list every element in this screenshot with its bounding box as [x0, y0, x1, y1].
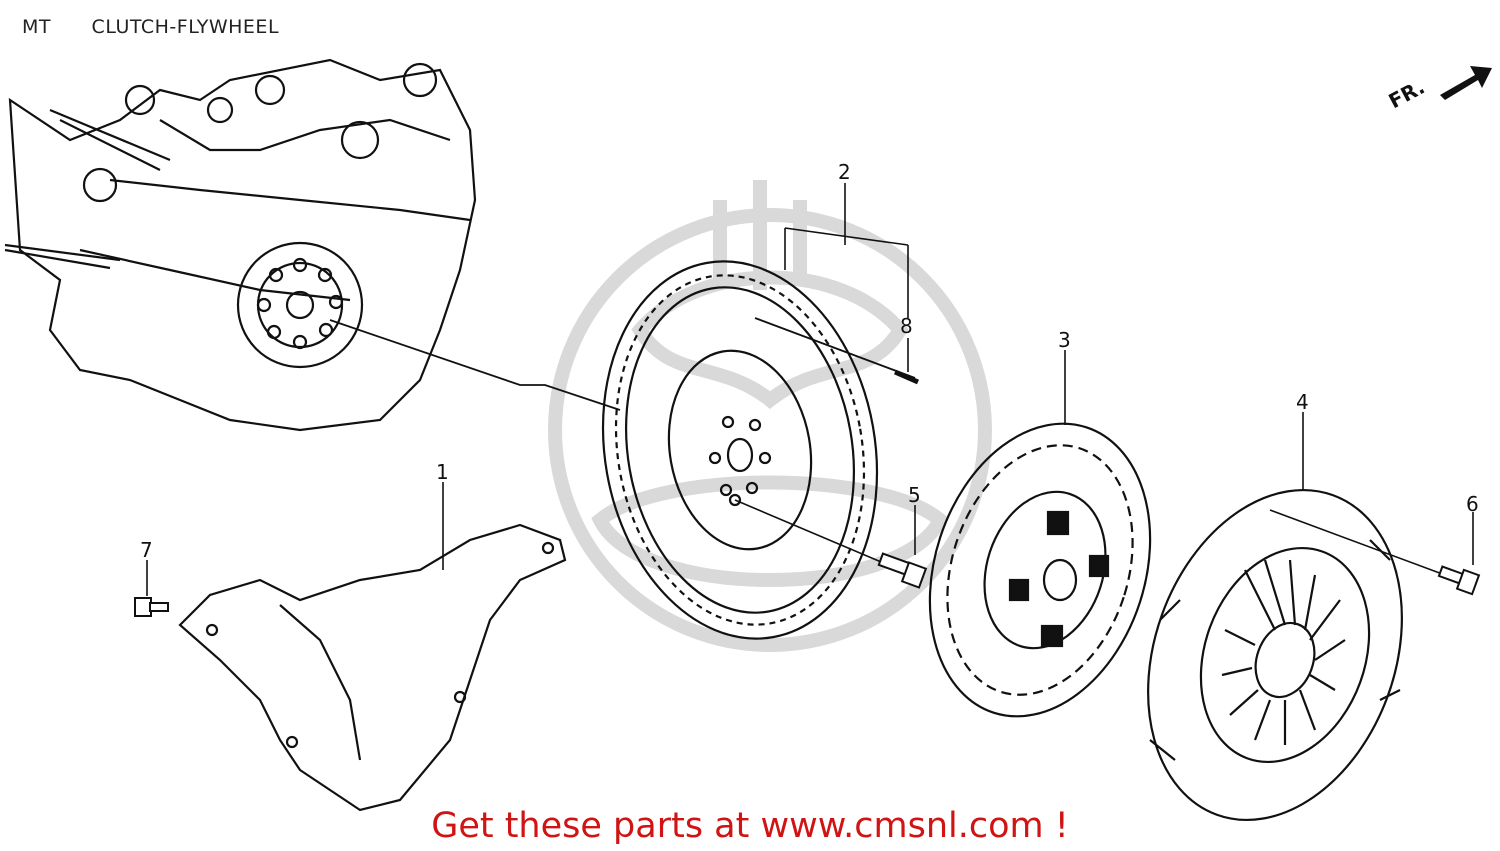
assembly-axis-line — [329, 319, 621, 411]
flywheel — [601, 260, 879, 640]
pressure-plate-bolt — [1437, 565, 1481, 596]
callout-7: 7 — [140, 538, 153, 562]
callout-5: 5 — [908, 483, 921, 507]
callout-leaders — [146, 183, 1474, 596]
watermark-logo — [548, 180, 992, 652]
flywheel-bolt-leader — [734, 499, 901, 571]
clutch-cover-plate — [178, 523, 567, 812]
dowel-pin-leader — [754, 317, 916, 379]
dowel-pin — [894, 369, 919, 385]
clutch-disc — [928, 422, 1152, 718]
footer-promo-link[interactable]: Get these parts at www.cmsnl.com ! — [0, 806, 1500, 846]
callout-8: 8 — [900, 314, 913, 338]
pressure-plate-bolt-leader — [1269, 509, 1446, 576]
callout-6: 6 — [1466, 492, 1479, 516]
flywheel-bolt — [877, 552, 928, 589]
callout-4: 4 — [1296, 390, 1309, 414]
section-code: MT — [22, 16, 51, 38]
callout-3: 3 — [1058, 328, 1071, 352]
footer-link-text[interactable]: Get these parts at www.cmsnl.com ! — [431, 806, 1069, 846]
callout-2: 2 — [838, 160, 851, 184]
section-title: CLUTCH-FLYWHEEL — [91, 16, 280, 38]
front-direction-arrow-icon — [1440, 66, 1492, 100]
callout-1: 1 — [436, 460, 449, 484]
cover-bolt — [134, 597, 169, 617]
diagram-title: MT CLUTCH-FLYWHEEL — [22, 16, 313, 38]
pressure-plate — [1147, 488, 1403, 822]
engine-block — [4, 58, 477, 432]
